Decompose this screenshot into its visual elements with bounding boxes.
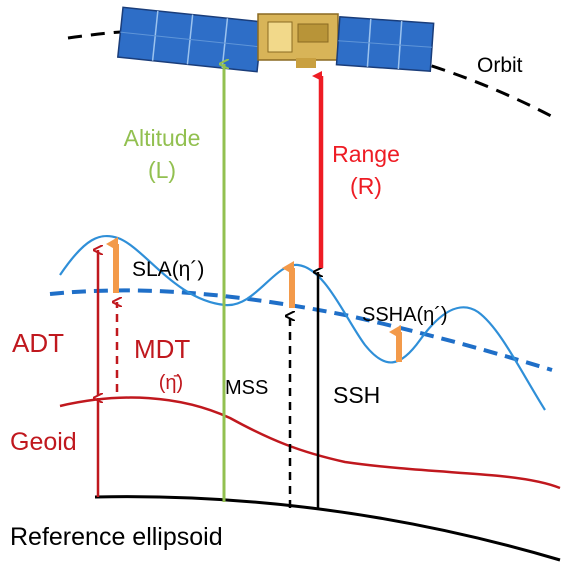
- mss-label: MSS: [225, 377, 268, 399]
- mdt-label: MDT: [134, 334, 190, 364]
- ssh-label: SSH: [333, 382, 380, 408]
- geoid-label: Geoid: [10, 428, 77, 456]
- sla-label: SLA(η´): [132, 258, 204, 281]
- mdt-symbol: (η̄): [159, 372, 183, 394]
- orbit-label: Orbit: [477, 54, 523, 77]
- range-label: Range: [332, 141, 400, 167]
- mean-sea-surface-curve: [49, 288, 553, 372]
- geoid-curve: [59, 396, 561, 490]
- altitude-label: Altitude: [124, 125, 201, 151]
- sea-surface-curve: [59, 234, 546, 411]
- adt-label: ADT: [12, 328, 64, 358]
- altitude-symbol: (L): [148, 157, 176, 183]
- satellite-icon: [116, 6, 435, 73]
- reference-ellipsoid-label: Reference ellipsoid: [10, 523, 223, 551]
- reference-ellipsoid-curve: [94, 495, 561, 562]
- ssha-label: SSHA(η´): [362, 304, 448, 326]
- range-symbol: (R): [350, 173, 382, 199]
